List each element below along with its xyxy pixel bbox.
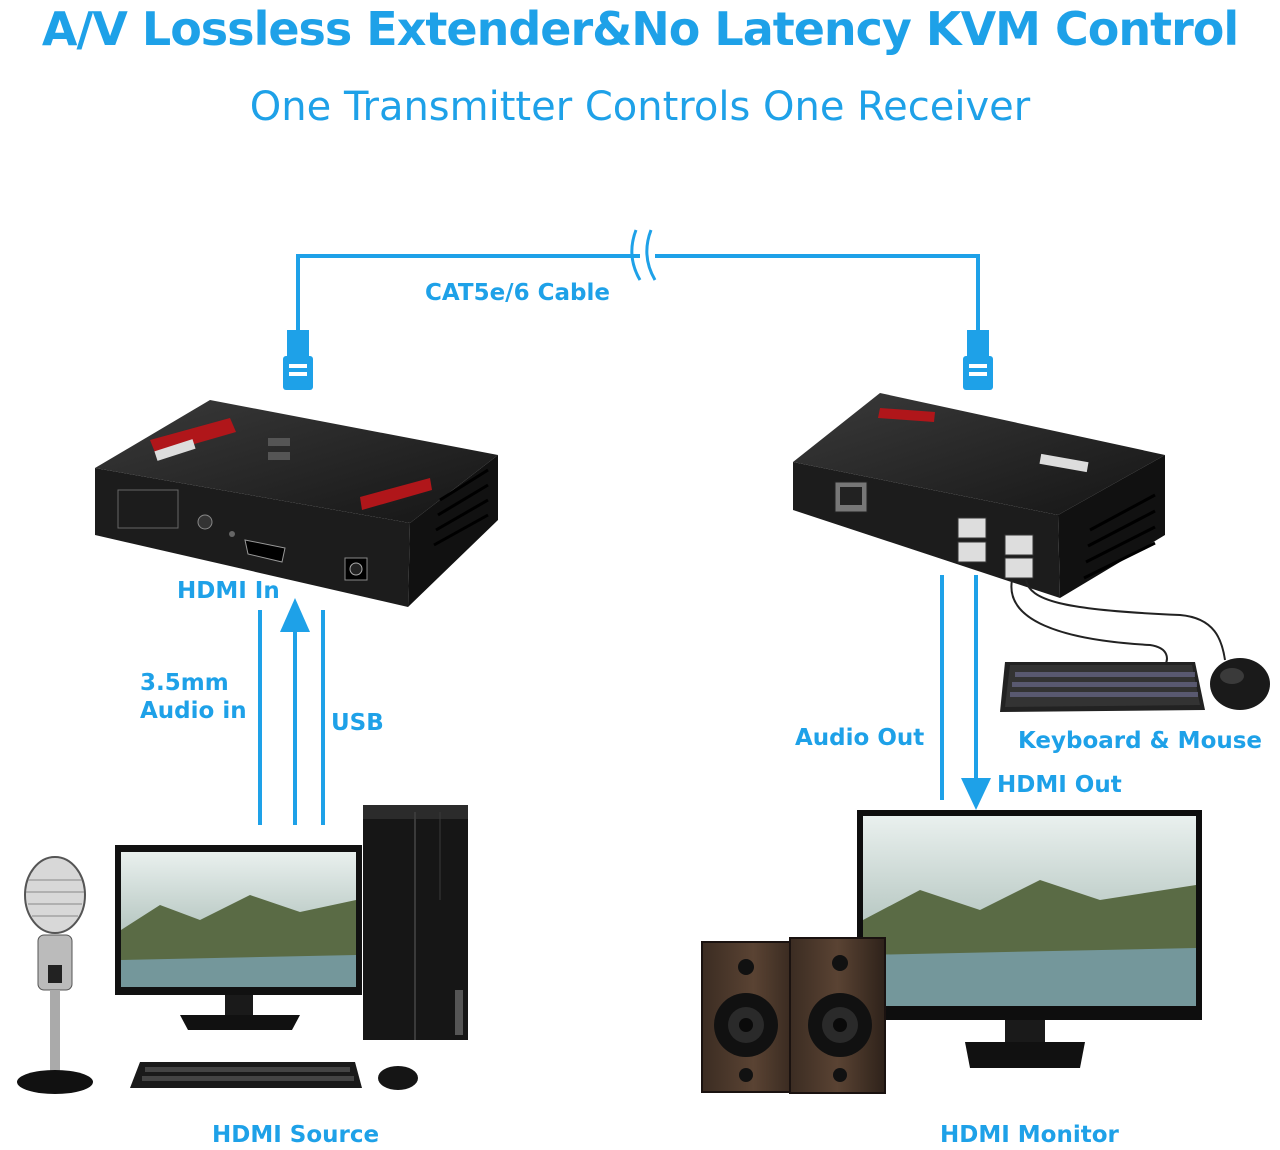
usb-label: USB — [331, 710, 384, 736]
page-title: A/V Lossless Extender&No Latency KVM Con… — [41, 2, 1239, 56]
hdmi-out-label: HDMI Out — [997, 772, 1122, 798]
mouse-icon — [1210, 658, 1270, 710]
hdmi-source-label: HDMI Source — [212, 1122, 380, 1148]
audio-in-label-line1: 3.5mm — [140, 670, 229, 696]
hdmi-monitor-icon — [857, 810, 1202, 1068]
source-monitor-icon — [115, 845, 362, 1030]
keyboard-mouse-label: Keyboard & Mouse — [1018, 728, 1263, 754]
left-speaker-icon — [701, 941, 806, 1093]
source-keyboard-icon — [130, 1062, 362, 1088]
rj45-connector-icon — [963, 330, 993, 390]
audio-out-label: Audio Out — [795, 725, 925, 751]
cat-cable — [296, 254, 980, 335]
cable-label: CAT5e/6 Cable — [425, 280, 610, 306]
audio-in-label-line2: Audio in — [140, 698, 247, 724]
hdmi-in-arrow — [280, 598, 310, 825]
receiver-icon — [793, 393, 1165, 598]
transmitter-icon — [95, 400, 498, 607]
hdmi-in-label: HDMI In — [177, 578, 280, 604]
rj45-connector-icon — [283, 330, 313, 390]
microphone-icon — [17, 856, 93, 1094]
hdmi-monitor-label: HDMI Monitor — [940, 1122, 1119, 1148]
keyboard-cable — [1010, 579, 1226, 666]
source-mouse-icon — [378, 1066, 418, 1090]
cable-break-icon — [630, 229, 657, 281]
hdmi-out-arrow — [961, 575, 991, 810]
pc-tower-icon — [363, 805, 468, 1040]
keyboard-icon — [1000, 662, 1205, 712]
page-subtitle: One Transmitter Controls One Receiver — [249, 84, 1031, 130]
right-speaker-icon — [789, 937, 886, 1094]
